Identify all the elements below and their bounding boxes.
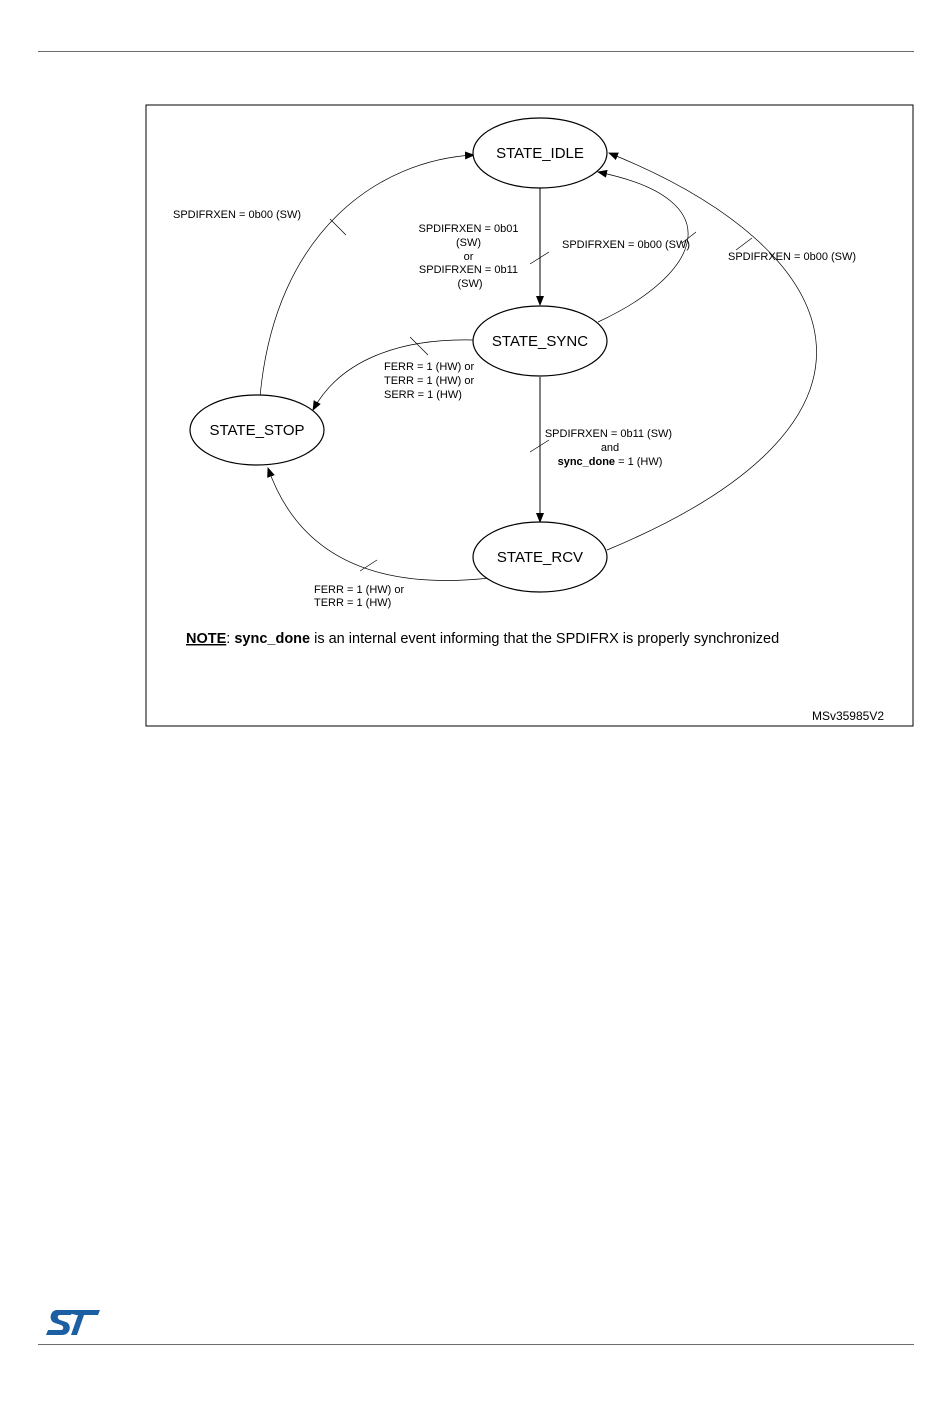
- transition-rcv-to-stop: [267, 467, 491, 581]
- st-logo-icon: [46, 1310, 100, 1335]
- tick-mark: [329, 218, 347, 236]
- tick-mark: [735, 237, 753, 251]
- footer-rule: [38, 1344, 914, 1345]
- state-idle-label: STATE_IDLE: [496, 145, 584, 162]
- figure-id: MSv35985V2: [812, 709, 884, 723]
- tick-mark: [681, 231, 697, 244]
- transition-sync-to-stop: [312, 339, 475, 411]
- label-rcv-to-stop: FERR = 1 (HW) or TERR = 1 (HW): [314, 584, 407, 609]
- label-idle-to-sync: SPDIFRXEN = 0b01 (SW) or SPDIFRXEN = 0b1…: [418, 223, 521, 290]
- label-sync-to-stop: FERR = 1 (HW) or TERR = 1 (HW) or SERR =…: [384, 361, 477, 401]
- diagram-note: NOTE: sync_done is an internal event inf…: [186, 631, 779, 647]
- tick-mark: [529, 439, 550, 453]
- label-sync-to-rcv: SPDIFRXEN = 0b11 (SW) and: [545, 428, 675, 454]
- state-sync-label: STATE_SYNC: [492, 333, 588, 350]
- tick-mark: [359, 559, 378, 572]
- state-sync-node: [472, 305, 608, 377]
- transition-rcv-to-idle: [606, 152, 817, 551]
- tick-mark: [529, 251, 550, 265]
- label-sync-to-idle: SPDIFRXEN = 0b00 (SW): [562, 239, 690, 251]
- state-rcv-label: STATE_RCV: [497, 549, 583, 566]
- header-rule: [38, 51, 914, 52]
- state-rcv-node: [472, 521, 608, 593]
- transition-sync-to-idle: [597, 169, 689, 323]
- label-rcv-to-idle: SPDIFRXEN = 0b00 (SW): [728, 251, 856, 263]
- state-stop-label: STATE_STOP: [209, 422, 304, 439]
- diagram-frame: [145, 104, 914, 727]
- state-idle-node: [472, 117, 608, 189]
- transition-stop-to-idle: [259, 151, 475, 398]
- tick-mark: [409, 336, 429, 356]
- state-stop-node: [189, 394, 325, 466]
- state-diagram: STATE_IDLE STATE_SYNC STATE_STOP STATE_R…: [145, 104, 914, 727]
- label-stop-to-idle: SPDIFRXEN = 0b00 (SW): [173, 209, 301, 221]
- label-sync-to-rcv-condition: sync_done = 1 (HW): [558, 456, 663, 468]
